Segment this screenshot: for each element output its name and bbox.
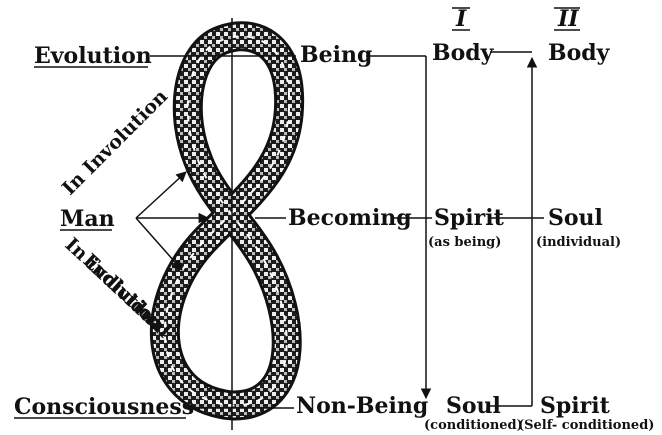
column-two-soul-note: (individual) [536,235,621,250]
figure-eight-band [165,36,289,405]
column-two-spirit: Spirit [540,393,611,419]
non-being-label: Non-Being [296,393,428,419]
column-two-body: Body [548,40,611,66]
man-arrow-involution [136,172,186,218]
column-two-heading: II [557,6,579,32]
in-involution-label: In Involution [58,85,172,199]
column-one-spirit: Spirit [434,205,505,231]
man-label: Man [60,206,115,232]
column-one-body: Body [432,40,495,66]
figure-eight-texture [165,36,289,405]
column-one-soul-note: (conditioned) [424,418,523,433]
man-arrow-evolution [136,218,182,270]
becoming-label: Becoming [288,205,412,231]
column-two-soul: Soul [548,205,603,231]
evolution-label: Evolution [34,43,152,69]
being-label: Being [300,42,372,68]
column-two-spirit-note: (Self- conditioned) [518,418,654,433]
column-one-soul: Soul [446,393,501,419]
individual-evolution-label: Evolution [79,250,169,336]
column-one-heading: I [455,6,467,32]
consciousness-label: Consciousness [14,394,194,420]
column-one-spirit-note: (as being) [428,235,501,250]
